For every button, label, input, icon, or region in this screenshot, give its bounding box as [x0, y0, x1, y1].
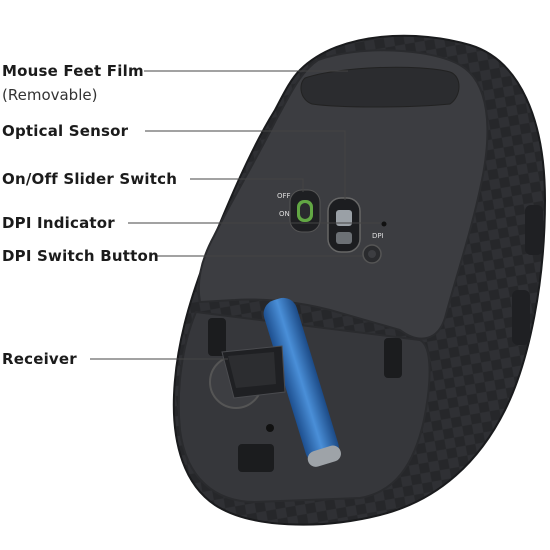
side-button	[512, 290, 530, 345]
switch-off-text: OFF	[277, 192, 291, 200]
side-button	[525, 205, 543, 255]
mouse-feet-film	[300, 66, 460, 108]
usb-receiver	[209, 345, 286, 409]
dpi-indicator-light	[381, 221, 387, 227]
leader-onoff	[190, 178, 304, 192]
label-optical-sensor: Optical Sensor	[2, 122, 129, 140]
compartment-slot	[238, 444, 274, 472]
leader-optical-sensor	[145, 130, 346, 200]
label-receiver: Receiver	[2, 350, 77, 368]
compartment-slot	[208, 318, 226, 356]
bottom-plate	[197, 49, 489, 340]
compartment-slot	[384, 338, 402, 378]
label-mouse-feet-film: Mouse Feet Film	[2, 62, 144, 80]
label-removable-note: (Removable)	[2, 86, 98, 104]
aa-battery	[263, 297, 341, 467]
switch-on-text: ON	[279, 210, 290, 218]
dpi-text: DPI	[372, 232, 384, 240]
label-dpi-switch-button: DPI Switch Button	[2, 247, 159, 265]
label-onoff-switch: On/Off Slider Switch	[2, 170, 178, 188]
label-dpi-indicator: DPI Indicator	[2, 214, 115, 232]
